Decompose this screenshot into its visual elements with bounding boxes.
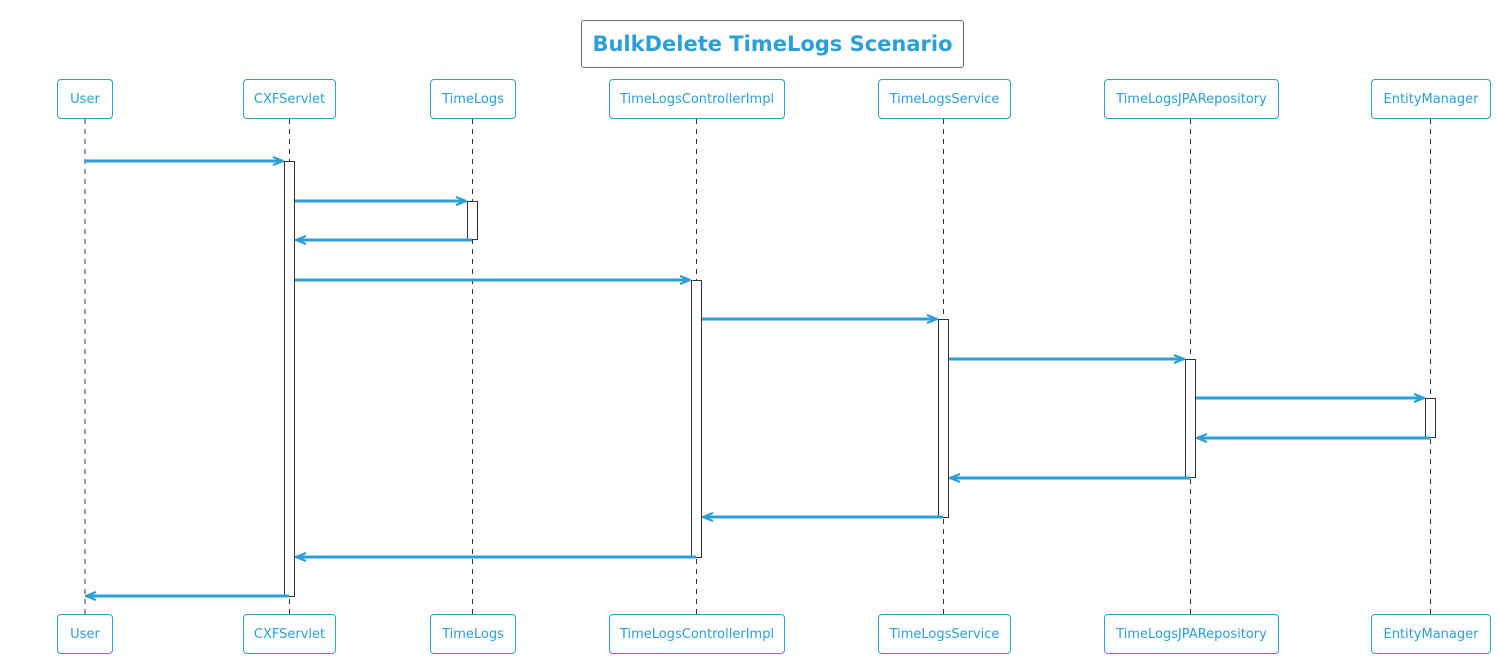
participant-entitymanager-bottom: EntityManager — [1371, 614, 1491, 654]
participant-controller-bottom: TimeLogsControllerImpl — [609, 614, 785, 654]
participant-repository-top: TimeLogsJPARepository — [1104, 79, 1279, 119]
activation-service — [938, 319, 949, 518]
activation-repository — [1185, 359, 1196, 478]
participant-user-top: User — [57, 79, 113, 119]
participant-entitymanager-top: EntityManager — [1371, 79, 1491, 119]
participant-timelogs-bottom: TimeLogs — [430, 614, 516, 654]
participant-service-bottom: TimeLogsService — [878, 614, 1011, 654]
participant-user-bottom: User — [57, 614, 113, 654]
diagram-title: BulkDelete TimeLogs Scenario — [592, 32, 953, 56]
activation-cxfservlet — [284, 161, 295, 597]
participant-repository-bottom: TimeLogsJPARepository — [1104, 614, 1279, 654]
diagram-title-box: BulkDelete TimeLogs Scenario — [581, 20, 964, 68]
participant-timelogs-top: TimeLogs — [430, 79, 516, 119]
activation-timelogs — [467, 201, 478, 240]
participant-cxfservlet-top: CXFServlet — [243, 79, 336, 119]
activation-entitymanager — [1425, 398, 1436, 438]
participant-cxfservlet-bottom: CXFServlet — [243, 614, 336, 654]
participant-service-top: TimeLogsService — [878, 79, 1011, 119]
activation-controller — [691, 280, 702, 558]
participant-controller-top: TimeLogsControllerImpl — [609, 79, 785, 119]
